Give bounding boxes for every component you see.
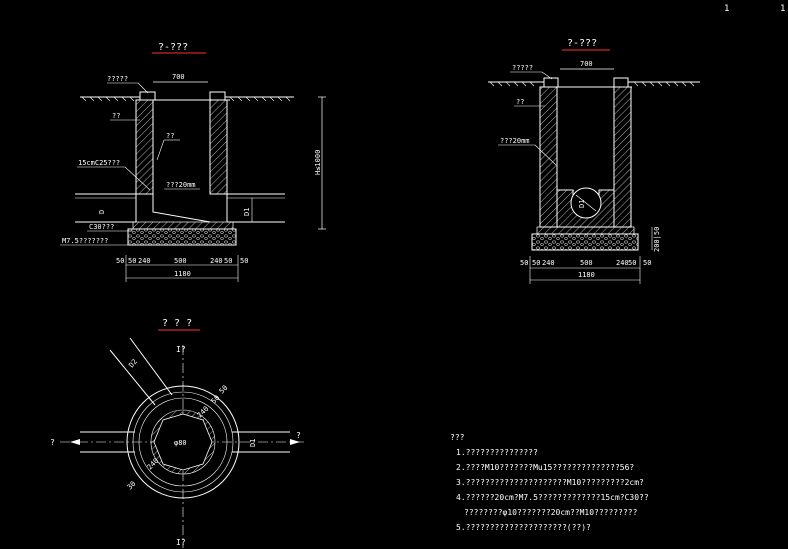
- right-dim-bottom: 50: [643, 259, 651, 267]
- plan-title: ? ? ?: [162, 318, 192, 329]
- right-section-drawing: ?-??? 700 D1 200|50 ????? ?? ???20mm: [488, 38, 700, 284]
- page-number: 1: [724, 4, 729, 14]
- right-dim-bottom: 50: [532, 259, 540, 267]
- right-label-wall: ??: [516, 98, 524, 106]
- left-width-top: 700: [172, 73, 185, 81]
- plan-mark-bottom: I?: [176, 538, 186, 547]
- left-dim-bottom: 50: [224, 257, 232, 265]
- right-label-d1: D1: [578, 200, 586, 208]
- notes-heading: ???: [450, 433, 465, 442]
- note-item: 5.?????????????????????(??)?: [456, 523, 591, 532]
- note-item: 2.????M10???????Mu15??????????????56?: [456, 463, 635, 472]
- plan-label-d2: D2: [127, 358, 139, 370]
- left-dim-bottom: 50: [128, 257, 136, 265]
- notes-block: ??? 1.??????????????? 2.????M10???????Mu…: [450, 430, 649, 535]
- left-dim-bottom: 240: [138, 257, 151, 265]
- left-height-dim: H≤1000: [314, 150, 322, 175]
- note-item: 4.??????20cm?M7.5?????????????15cm?C30??: [456, 493, 649, 502]
- plan-mark-right: ?: [296, 431, 301, 440]
- left-section-title: ?-???: [158, 42, 188, 53]
- left-label-wall: ??: [112, 112, 120, 120]
- note-item: 1.???????????????: [456, 448, 538, 457]
- plan-view-drawing: ? ? ? I? I? ? ? D2 φ80 D1 240 50 50 240 …: [50, 318, 305, 548]
- left-label-c30: C30???: [89, 223, 114, 231]
- plan-dim: 50: [218, 384, 230, 396]
- left-label-pipe: ??: [166, 132, 174, 140]
- left-label-m75: M7.5???????: [62, 237, 108, 245]
- left-label-plaster: ???20mm: [166, 181, 196, 189]
- page-number: 1: [780, 4, 785, 14]
- plan-dim: 240: [196, 405, 211, 420]
- right-dim-bottom: 240: [616, 259, 629, 267]
- plan-dim: 50: [210, 394, 222, 406]
- plan-dim: 30: [126, 480, 138, 492]
- right-label-plaster: ???20mm: [500, 137, 530, 145]
- right-dim-bottom: 50: [628, 259, 636, 267]
- left-label-d: D: [98, 210, 106, 214]
- right-total-width: 1180: [578, 271, 595, 279]
- right-width-top: 700: [580, 60, 593, 68]
- note-item: ????????φ10???????20cm??M10?????????: [464, 508, 638, 517]
- note-item: 3.?????????????????????M10?????????2cm?: [456, 478, 644, 487]
- right-dim-bottom: 500: [580, 259, 593, 267]
- right-label-cover: ?????: [512, 64, 533, 72]
- right-dim-bottom: 240: [542, 259, 555, 267]
- left-dim-bottom: 50: [116, 257, 124, 265]
- plan-label-d1: D1: [249, 439, 257, 447]
- plan-mark-top: I?: [176, 345, 186, 354]
- plan-label-diam: φ80: [174, 439, 187, 447]
- left-label-c25: 15cmC25???: [78, 159, 120, 167]
- left-dim-bottom: 50: [240, 257, 248, 265]
- right-section-title: ?-???: [567, 38, 597, 49]
- left-dim-bottom: 240: [210, 257, 223, 265]
- right-dim-bottom: 50: [520, 259, 528, 267]
- left-label-cover: ?????: [107, 75, 128, 83]
- left-total-width: 1180: [174, 270, 191, 278]
- left-section-drawing: ?-??? 700 H≤1000 D D1: [60, 42, 326, 282]
- plan-mark-left: ?: [50, 438, 55, 447]
- right-label-base: 200|50: [653, 227, 661, 252]
- left-dim-bottom: 500: [174, 257, 187, 265]
- left-label-d1: D1: [243, 208, 251, 216]
